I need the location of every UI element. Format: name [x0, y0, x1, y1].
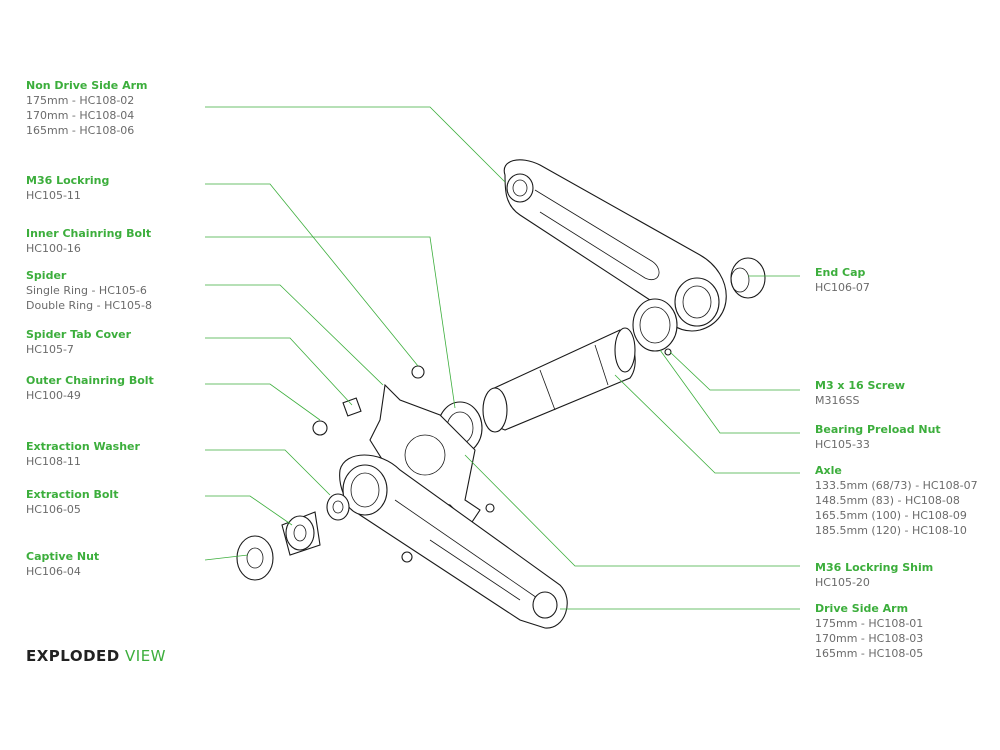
extraction-bolt [281, 511, 321, 556]
callout-bearing-preload-nut: Bearing Preload Nut HC105-33 [815, 422, 941, 452]
callout-line: 165.5mm (100) - HC108-09 [815, 509, 967, 522]
callout-line: M316SS [815, 394, 860, 407]
callout-title: M36 Lockring Shim [815, 561, 934, 574]
callout-title: End Cap [815, 266, 866, 279]
leader-lines [204, 106, 800, 610]
callout-line: 165mm - HC108-06 [26, 124, 135, 137]
callout-line: HC100-49 [26, 389, 81, 402]
callout-line: HC106-07 [815, 281, 870, 294]
callout-lockring-shim: M36 Lockring Shim HC105-20 [815, 560, 933, 590]
end-cap [730, 257, 766, 299]
callout-line: 133.5mm (68/73) - HC108-07 [815, 479, 978, 492]
callout-lockring: M36 Lockring HC105-11 [26, 173, 109, 203]
axle [482, 327, 636, 433]
heading-bold: EXPLODED [26, 647, 120, 665]
callout-end-cap: End Cap HC106-07 [815, 265, 870, 295]
callout-line: 165mm - HC108-05 [815, 647, 924, 660]
callout-title: Bearing Preload Nut [815, 423, 941, 436]
callout-line: HC105-7 [26, 343, 74, 356]
callout-title: Drive Side Arm [815, 602, 909, 615]
callout-line: 175mm - HC108-01 [815, 617, 924, 630]
callout-line: 185.5mm (120) - HC108-10 [815, 524, 967, 537]
callout-line: HC105-20 [815, 576, 870, 589]
callout-title: Outer Chainring Bolt [26, 374, 154, 387]
callout-title: M36 Lockring [26, 174, 110, 187]
callout-line: 175mm - HC108-02 [26, 94, 135, 107]
callout-title: Non Drive Side Arm [26, 79, 148, 92]
callout-line: 148.5mm (83) - HC108-08 [815, 494, 960, 507]
callout-line: HC108-11 [26, 455, 81, 468]
callout-line: Double Ring - HC105-8 [26, 299, 153, 312]
exploded-view-heading: EXPLODED VIEW [26, 647, 166, 665]
callout-captive-nut: Captive Nut HC106-04 [26, 549, 99, 579]
heading-light: VIEW [125, 647, 167, 665]
callout-non-drive-side-arm: Non Drive Side Arm 175mm - HC108-02 170m… [26, 78, 147, 138]
callout-inner-chainring-bolt: Inner Chainring Bolt HC100-16 [26, 226, 151, 256]
captive-nut [236, 535, 274, 581]
callout-axle: Axle 133.5mm (68/73) - HC108-07 148.5mm … [815, 463, 978, 538]
callout-drive-side-arm: Drive Side Arm 175mm - HC108-01 170mm - … [815, 601, 923, 661]
callout-m3-screw: M3 x 16 Screw M316SS [815, 378, 905, 408]
callout-line: 170mm - HC108-04 [26, 109, 135, 122]
callout-line: HC105-11 [26, 189, 81, 202]
callout-line: HC105-33 [815, 438, 870, 451]
callout-spider: Spider Single Ring - HC105-6 Double Ring… [26, 268, 152, 313]
callout-extraction-bolt: Extraction Bolt HC106-05 [26, 487, 118, 517]
callout-title: M3 x 16 Screw [815, 379, 905, 392]
callout-line: HC106-05 [26, 503, 81, 516]
bearing-preload-nut [632, 298, 678, 356]
callout-line: HC100-16 [26, 242, 81, 255]
callout-title: Axle [815, 464, 842, 477]
callout-line: HC106-04 [26, 565, 81, 578]
non-drive-side-arm [503, 159, 727, 332]
callout-line: Single Ring - HC105-6 [26, 284, 147, 297]
callout-title: Inner Chainring Bolt [26, 227, 152, 240]
extraction-washer [326, 493, 350, 521]
callout-title: Extraction Washer [26, 440, 140, 453]
callout-title: Spider [26, 269, 67, 282]
callout-extraction-washer: Extraction Washer HC108-11 [26, 439, 140, 469]
callout-outer-chainring-bolt: Outer Chainring Bolt HC100-49 [26, 373, 154, 403]
callout-line: 170mm - HC108-03 [815, 632, 924, 645]
callout-spider-tab-cover: Spider Tab Cover HC105-7 [26, 327, 131, 357]
callout-title: Spider Tab Cover [26, 328, 132, 341]
callout-title: Extraction Bolt [26, 488, 119, 501]
callout-title: Captive Nut [26, 550, 100, 563]
